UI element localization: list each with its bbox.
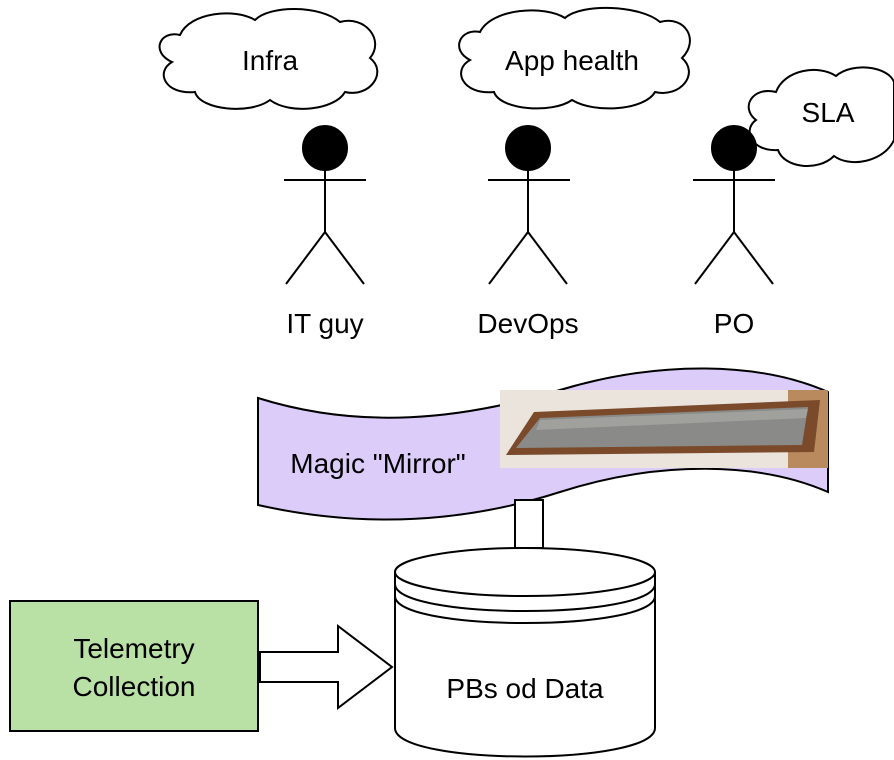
actor-head	[302, 125, 348, 171]
cloud-infra-text: Infra	[242, 45, 298, 76]
cloud-app-health: App health	[458, 6, 691, 110]
database-cylinder: PBs od Data	[394, 547, 656, 758]
database-body	[394, 572, 656, 758]
actor-left-leg	[488, 231, 529, 285]
telemetry-to-database-arrow	[259, 623, 394, 711]
database-top	[394, 547, 656, 597]
actor-label-devops: DevOps	[477, 308, 578, 339]
telemetry-box-rect	[9, 600, 259, 732]
telemetry-label-line1: Telemetry	[73, 633, 194, 664]
actor-right-leg	[733, 231, 774, 285]
actor-it-guy	[284, 125, 366, 285]
actor-head	[505, 125, 551, 171]
actor-left-leg	[694, 231, 735, 285]
actor-right-leg	[324, 231, 365, 285]
actor-label-po: PO	[714, 308, 754, 339]
actor-label-it-guy: IT guy	[286, 308, 363, 339]
magic-mirror: Magic "Mirror"	[257, 367, 829, 521]
actor-po	[693, 125, 775, 285]
actor-left-leg	[285, 231, 326, 285]
telemetry-collection-box: Telemetry Collection	[9, 600, 259, 732]
cloud-sla: SLA	[747, 66, 894, 168]
actor-head	[711, 125, 757, 171]
telemetry-label-line2: Collection	[73, 671, 196, 702]
database-label: PBs od Data	[446, 673, 604, 704]
cloud-app-health-text: App health	[505, 45, 639, 76]
mirror-photo	[500, 390, 828, 468]
mirror-label: Magic "Mirror"	[290, 448, 465, 479]
cloud-sla-text: SLA	[802, 97, 855, 128]
actor-devops	[488, 125, 570, 285]
cloud-infra: Infra	[158, 8, 379, 110]
actor-right-leg	[527, 231, 568, 285]
mirror-db-connector	[514, 499, 544, 549]
